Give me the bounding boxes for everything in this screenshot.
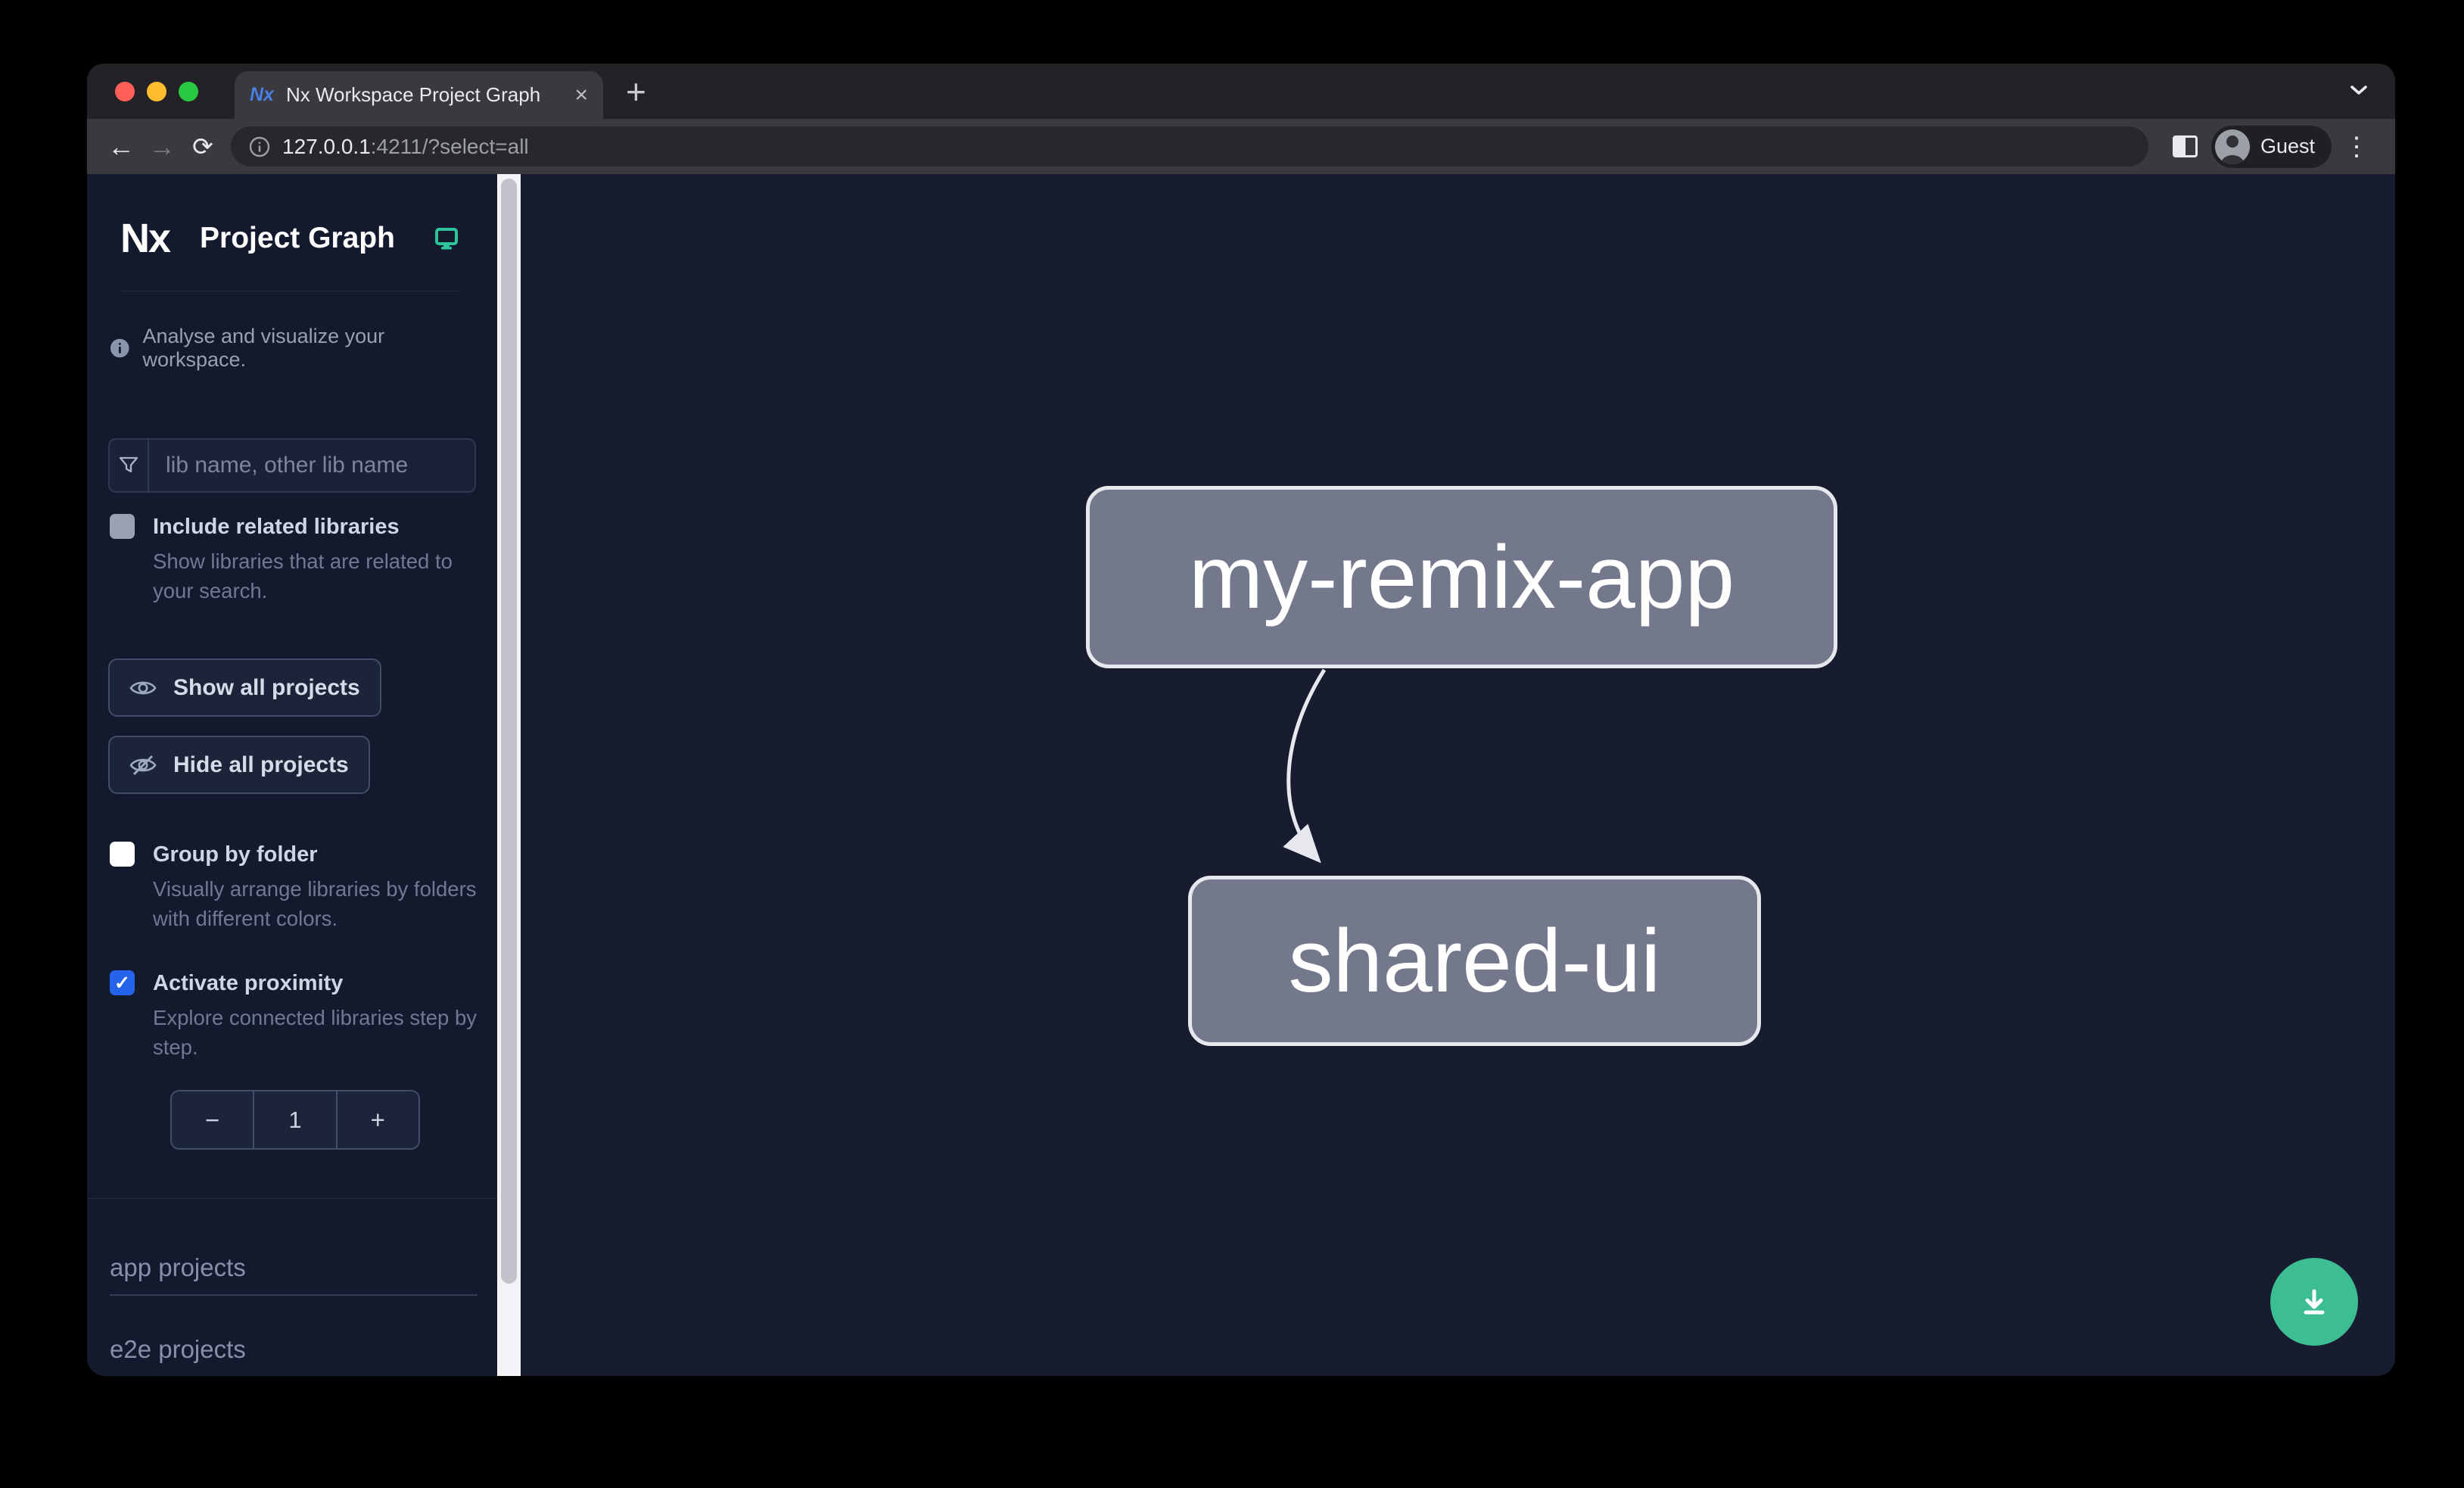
checkbox-description: Visually arrange libraries by folders wi… <box>153 877 477 930</box>
tagline-text: Analyse and visualize your workspace. <box>142 325 385 371</box>
avatar <box>2214 129 2250 164</box>
back-button[interactable]: ← <box>107 130 135 162</box>
minimize-window-button[interactable] <box>147 81 166 101</box>
graph-canvas[interactable]: my-remix-app shared-ui <box>521 174 2395 1376</box>
tab-search-chevron-icon[interactable] <box>2350 85 2368 99</box>
stepper-value[interactable]: 1 <box>253 1091 338 1148</box>
download-graph-button[interactable] <box>2270 1258 2358 1346</box>
sidebar-header: Nx Project Graph <box>120 215 459 291</box>
close-window-button[interactable] <box>115 81 135 101</box>
sidebar-scrollbar-track <box>497 174 521 1376</box>
browser-menu-button[interactable]: ⋮ <box>2344 132 2369 161</box>
checkbox-label: Group by folder <box>153 842 318 867</box>
hide-all-projects-button[interactable]: Hide all projects <box>108 736 370 794</box>
info-icon <box>110 338 129 358</box>
node-shared-ui[interactable]: shared-ui <box>1188 876 1761 1046</box>
tab-strip: Nx Nx Workspace Project Graph × + <box>87 64 2395 119</box>
node-label: shared-ui <box>1288 911 1661 1011</box>
address-bar[interactable]: 127.0.0.1:4211/?select=all <box>231 126 2148 167</box>
url-host: 127.0.0.1 <box>282 134 371 158</box>
section-e2e-projects: e2e projects <box>110 1335 478 1376</box>
profile-label: Guest <box>2260 135 2315 157</box>
button-label: Hide all projects <box>173 752 349 777</box>
new-tab-button[interactable]: + <box>626 71 646 111</box>
nx-favicon-icon: Nx <box>250 84 274 105</box>
sidebar: Nx Project Graph Analyse and visualize <box>87 174 497 1376</box>
traffic-lights <box>115 64 198 119</box>
search-input[interactable] <box>149 440 474 491</box>
eye-icon <box>129 677 157 699</box>
section-app-projects: app projects <box>110 1253 478 1296</box>
node-my-remix-app[interactable]: my-remix-app <box>1086 486 1837 668</box>
button-label: Show all projects <box>173 674 360 700</box>
browser-toolbar: ← → ⟳ 127.0.0.1:4211/?select=all Guest ⋮ <box>87 119 2395 174</box>
checkbox-label: Activate proximity <box>153 971 344 995</box>
decrement-button[interactable]: − <box>205 1105 220 1134</box>
checkbox-row-group-by-folder: Group by folder Visually arrange librari… <box>110 841 478 933</box>
reload-button[interactable]: ⟳ <box>192 132 213 160</box>
workspace-tagline: Analyse and visualize your workspace. <box>110 325 474 372</box>
sidebar-divider <box>87 1198 497 1199</box>
browser-window: Nx Nx Workspace Project Graph × + ← → ⟳ … <box>87 64 2395 1376</box>
tab-close-icon[interactable]: × <box>574 82 588 107</box>
checkbox-row-include-related: Include related libraries Show libraries… <box>110 513 478 605</box>
proximity-depth-stepper: − 1 + <box>170 1090 420 1150</box>
filter-icon <box>110 440 149 491</box>
include-related-checkbox[interactable] <box>110 514 135 539</box>
node-label: my-remix-app <box>1188 527 1735 627</box>
activate-proximity-checkbox[interactable]: ✓ <box>110 970 135 995</box>
dependency-edge <box>1283 668 1327 864</box>
side-panel-icon[interactable] <box>2172 135 2198 157</box>
checkmark-icon: ✓ <box>114 972 130 994</box>
zoom-window-button[interactable] <box>179 81 198 101</box>
tab-nx-workspace-project-graph[interactable]: Nx Nx Workspace Project Graph × <box>235 71 603 119</box>
sidebar-scrollbar-thumb[interactable] <box>501 179 517 1284</box>
increment-button[interactable]: + <box>370 1105 385 1134</box>
checkbox-description: Explore connected libraries step by step… <box>153 1006 478 1059</box>
nx-logo: Nx <box>120 216 171 261</box>
show-all-projects-button[interactable]: Show all projects <box>108 658 381 717</box>
checkbox-row-activate-proximity: ✓ Activate proximity Explore connected l… <box>110 970 478 1062</box>
page-title: Project Graph <box>200 222 395 254</box>
download-icon <box>2304 1289 2325 1315</box>
url-path: :4211/?select=all <box>370 134 529 158</box>
group-by-folder-checkbox[interactable] <box>110 842 135 867</box>
checkbox-description: Show libraries that are related to your … <box>153 549 453 602</box>
system-theme-monitor-icon[interactable] <box>434 226 459 251</box>
eye-off-icon <box>129 754 157 777</box>
site-info-icon[interactable] <box>249 136 270 157</box>
forward-button[interactable]: → <box>148 130 176 162</box>
checkbox-label: Include related libraries <box>153 515 400 539</box>
tab-title: Nx Workspace Project Graph <box>285 83 541 106</box>
search-box <box>108 438 476 493</box>
profile-button[interactable]: Guest <box>2210 125 2332 168</box>
